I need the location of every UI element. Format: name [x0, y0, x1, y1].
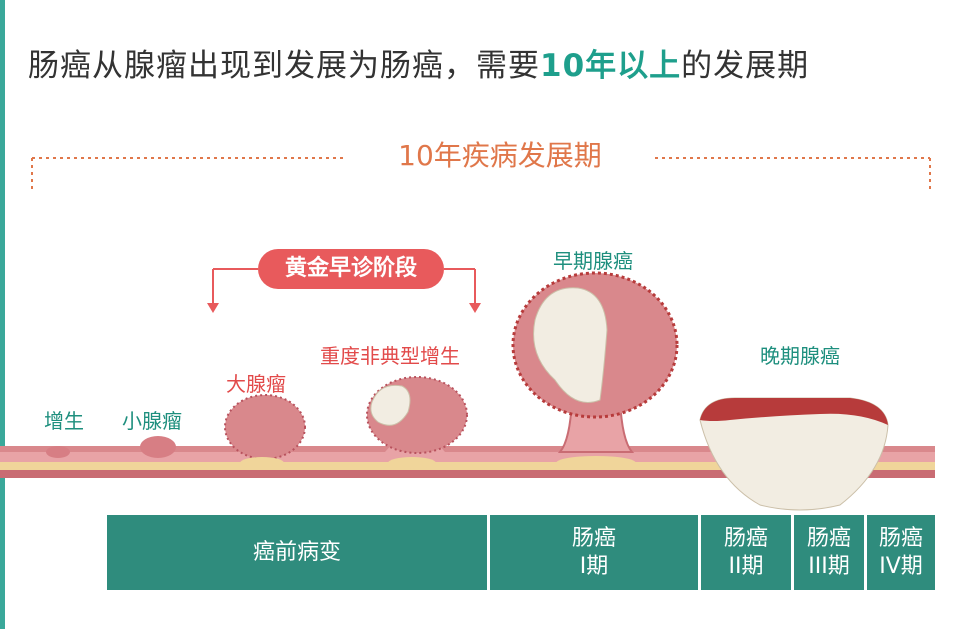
arrow-down-right-icon	[469, 303, 481, 313]
early-cancer-tumor	[533, 287, 608, 403]
small-adenoma	[140, 436, 176, 458]
band-stage-2: 肠癌 II期	[701, 515, 791, 590]
stage-label-large-adenoma: 大腺瘤	[226, 372, 286, 396]
band-label-line1: 肠癌	[878, 525, 923, 551]
stage-label-late-cancer: 晚期腺癌	[760, 344, 840, 368]
band-precancerous: 癌前病变	[107, 515, 487, 590]
stage-label-small-adenoma: 小腺瘤	[122, 409, 182, 433]
headline-suffix: 的发展期	[681, 48, 810, 84]
left-accent-bar	[0, 0, 5, 629]
headline-prefix: 肠癌从腺瘤出现到发展为肠癌，需要	[28, 48, 540, 84]
stage-label-early-cancer: 早期腺癌	[553, 249, 633, 273]
intestine-wall-base	[0, 470, 935, 478]
headline-highlight: 10年以上	[540, 48, 682, 84]
band-label-line2: I期	[579, 553, 609, 579]
intestine-wall-mucosa	[0, 452, 935, 462]
large-adenoma	[225, 395, 305, 459]
late-cancer-edge	[700, 398, 888, 425]
band-label-line1: 肠癌	[571, 525, 616, 551]
late-cancer-tumor	[699, 397, 889, 511]
band-stage-4: 肠癌 IV期	[867, 515, 935, 590]
band-label-line2: IV期	[879, 553, 923, 579]
band-label-line1: 癌前病变	[252, 539, 341, 565]
severe-dysplasia-tumor	[370, 384, 411, 426]
band-label-line2: III期	[808, 553, 850, 579]
band-label-line1: 肠癌	[806, 525, 851, 551]
period-title: 10年疾病发展期	[398, 139, 602, 172]
band-stage-3: 肠癌 III期	[794, 515, 864, 590]
band-label-line1: 肠癌	[723, 525, 768, 551]
band-label-line2: II期	[728, 553, 764, 579]
intestine-wall-yellow	[0, 462, 935, 470]
band-stage-1: 肠癌 I期	[490, 515, 698, 590]
stage-label-hyperplasia: 增生	[44, 409, 84, 433]
hyperplasia-bump	[46, 446, 70, 458]
arrow-down-left-icon	[207, 303, 219, 313]
headline: 肠癌从腺瘤出现到发展为肠癌，需要10年以上的发展期	[28, 40, 809, 85]
golden-stage-pill: 黄金早诊阶段	[258, 249, 444, 289]
stage-label-severe-dysplasia: 重度非典型增生	[320, 344, 460, 368]
